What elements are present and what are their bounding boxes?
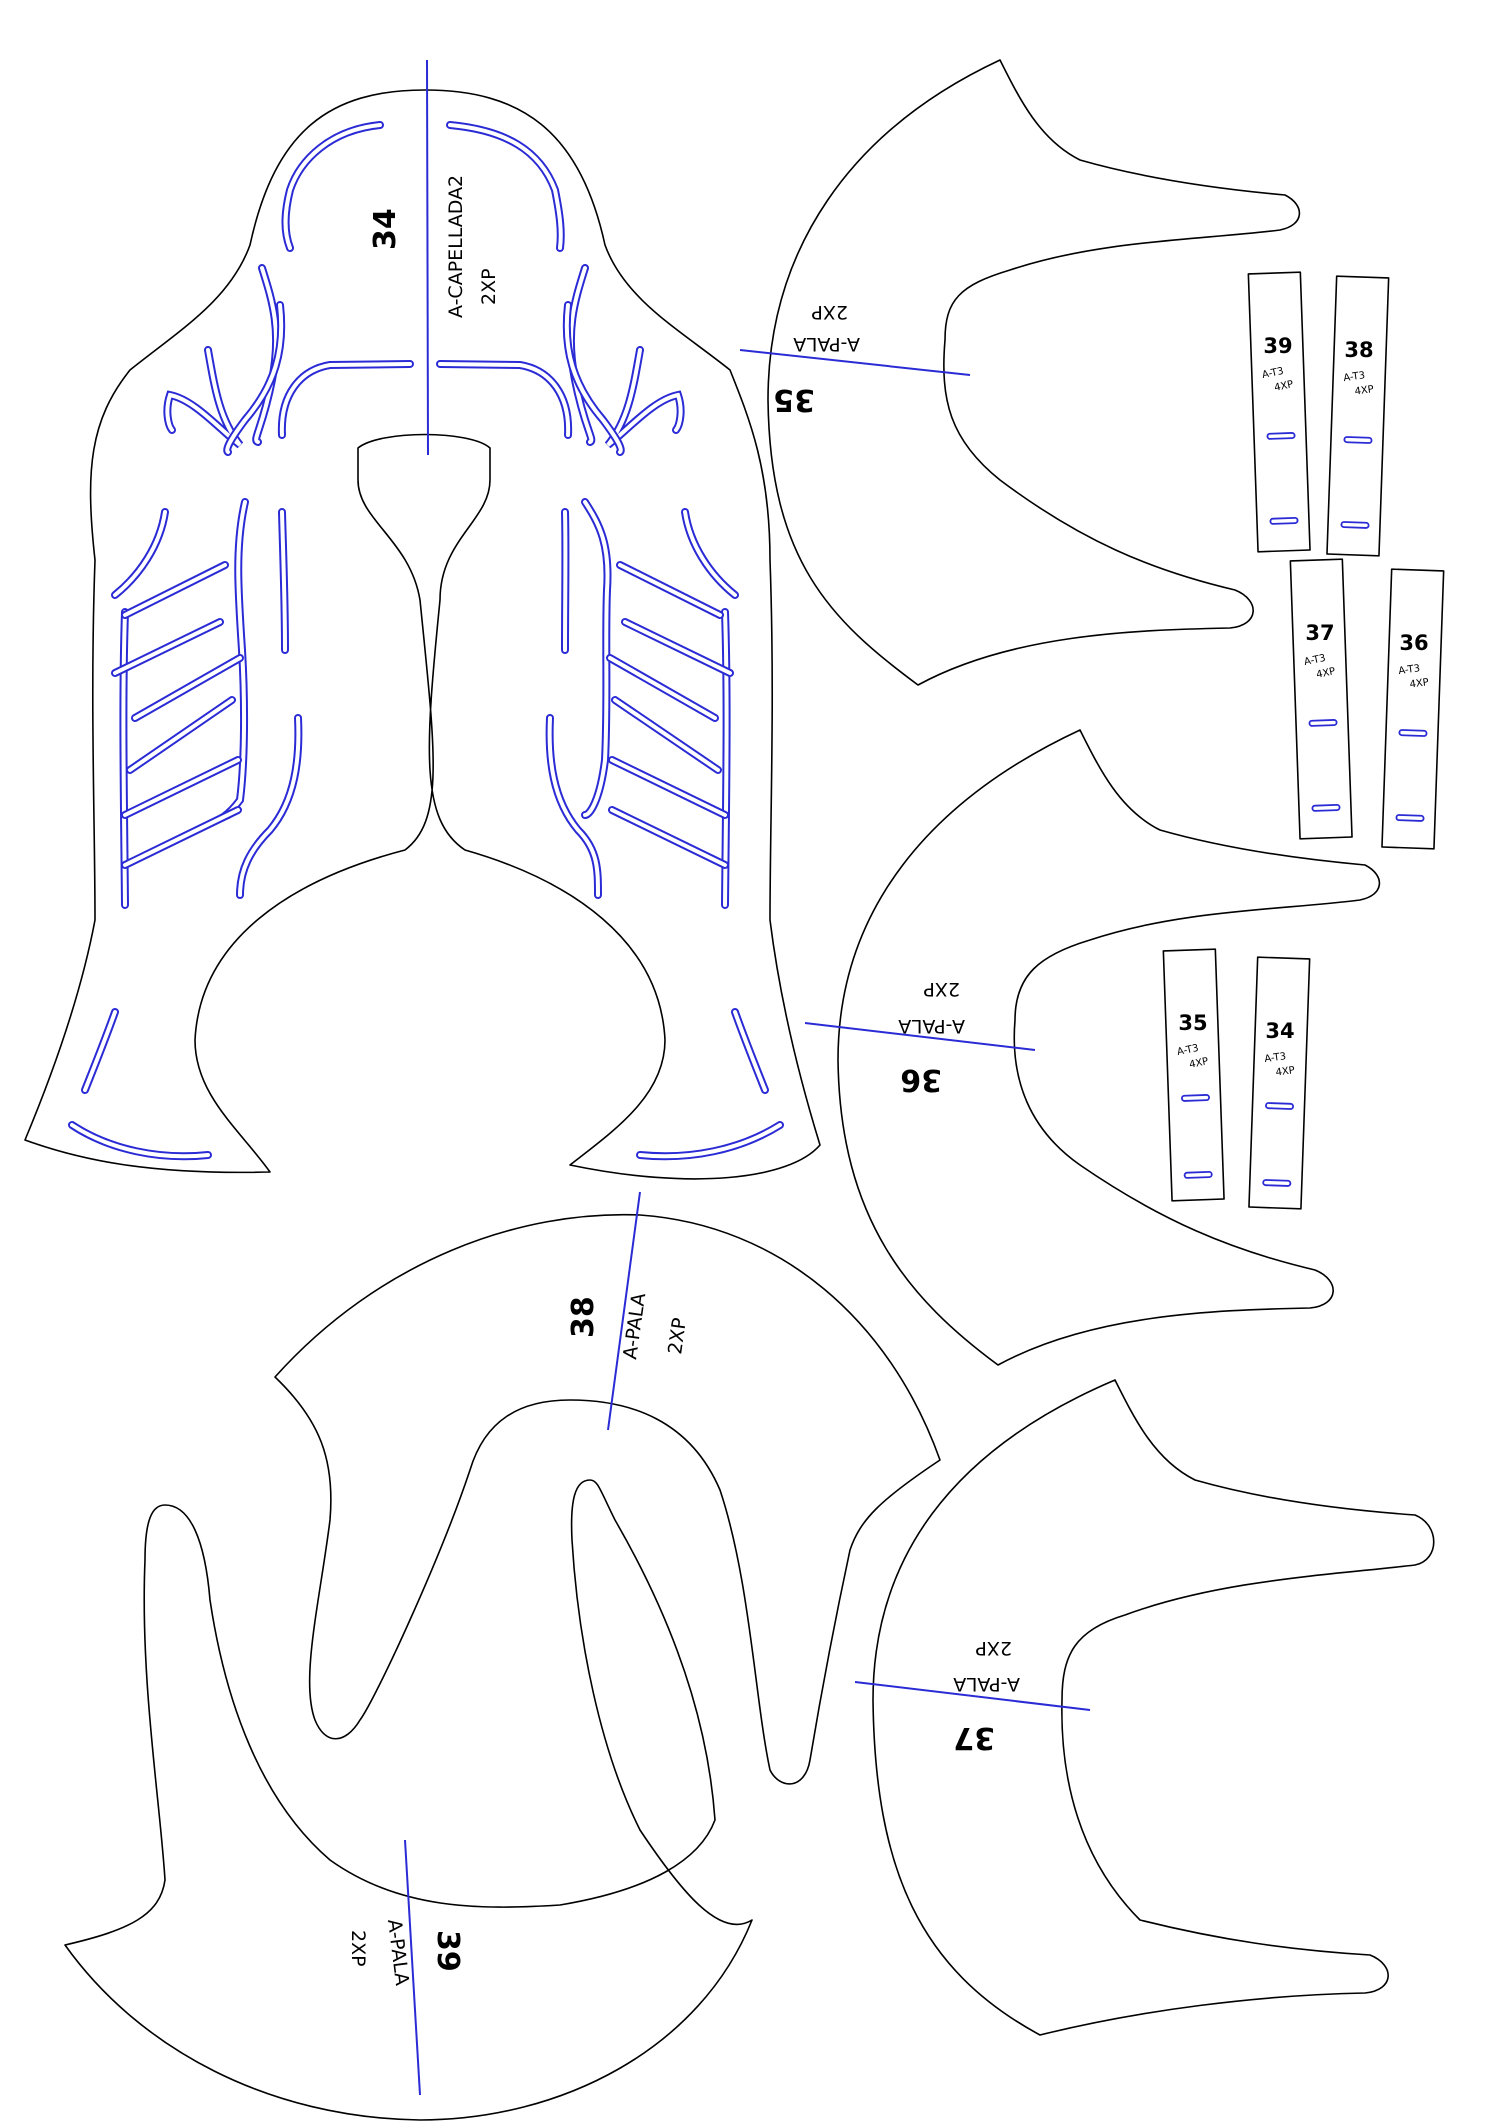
piece-pala-37: 37 A-PALA 2XP bbox=[854, 1379, 1435, 2036]
capellada-name: A-CAPELLADA2 bbox=[445, 175, 467, 318]
capellada-grain-line bbox=[426, 59, 429, 456]
pala39-name: A-PALA bbox=[383, 1918, 413, 1987]
tab-35-outline bbox=[1162, 948, 1225, 1202]
capellada-stitching bbox=[68, 121, 784, 1161]
tab-34-name: A-T3 bbox=[1264, 1051, 1287, 1065]
tab-36-number: 36 bbox=[1399, 631, 1428, 655]
pala38-grain-line bbox=[607, 1191, 641, 1431]
piece-capellada-34: 34 A-CAPELLADA2 2XP bbox=[24, 59, 821, 1180]
pala35-number: 35 bbox=[773, 382, 815, 417]
tab-36-qty: 4XP bbox=[1409, 677, 1430, 691]
tab-36-name: A-T3 bbox=[1398, 663, 1421, 677]
tab-38-qty: 4XP bbox=[1354, 384, 1375, 398]
pala37-qty: 2XP bbox=[975, 1637, 1012, 1659]
tab-37-outline bbox=[1289, 558, 1353, 840]
pala36-qty: 2XP bbox=[923, 978, 960, 1000]
tab-38-outline bbox=[1326, 275, 1390, 557]
tab-38: 38 A-T3 4XP bbox=[1326, 275, 1390, 557]
tab-37-number: 37 bbox=[1305, 621, 1334, 645]
tab-34-outline bbox=[1248, 956, 1311, 1210]
pala35-name: A-PALA bbox=[793, 333, 860, 355]
piece-pala-36: 36 A-PALA 2XP bbox=[804, 729, 1381, 1366]
tab-36-outline bbox=[1381, 568, 1445, 850]
pala37-number: 37 bbox=[953, 1720, 995, 1755]
tab-39-outline bbox=[1247, 271, 1311, 553]
pala39-qty: 2XP bbox=[347, 1930, 369, 1967]
tab-34-number: 34 bbox=[1265, 1019, 1294, 1043]
pala36-grain-line bbox=[804, 1022, 1036, 1051]
tab-35-name: A-T3 bbox=[1176, 1043, 1200, 1058]
capellada-outline bbox=[24, 89, 821, 1180]
tab-36: 36 A-T3 4XP bbox=[1381, 568, 1445, 850]
pala39-grain-line bbox=[404, 1839, 421, 2096]
pala39-outline bbox=[64, 1479, 753, 2121]
pala35-grain-line bbox=[739, 349, 971, 376]
pala37-grain-line bbox=[854, 1681, 1091, 1711]
tab-39-number: 39 bbox=[1263, 334, 1292, 358]
tab-34-qty: 4XP bbox=[1275, 1065, 1296, 1079]
pala36-name: A-PALA bbox=[898, 1015, 965, 1037]
tab-35: 35 A-T3 4XP bbox=[1162, 948, 1225, 1202]
tab-37: 37 A-T3 4XP bbox=[1289, 558, 1353, 840]
piece-pala-39: 39 A-PALA 2XP bbox=[64, 1479, 753, 2121]
tab-35-qty: 4XP bbox=[1188, 1056, 1209, 1071]
tab-39-name: A-T3 bbox=[1261, 366, 1285, 381]
tab-37-qty: 4XP bbox=[1315, 666, 1336, 681]
pala38-name: A-PALA bbox=[619, 1292, 650, 1361]
tab-39-qty: 4XP bbox=[1273, 379, 1294, 394]
capellada-number: 34 bbox=[368, 208, 403, 250]
tab-34: 34 A-T3 4XP bbox=[1248, 956, 1311, 1210]
pala36-number: 36 bbox=[900, 1062, 942, 1097]
piece-pala-38: 38 A-PALA 2XP bbox=[274, 1191, 941, 1785]
pala37-outline bbox=[872, 1379, 1435, 2036]
tab-35-number: 35 bbox=[1178, 1011, 1207, 1035]
capellada-qty: 2XP bbox=[478, 268, 500, 305]
piece-pala-35: 35 A-PALA 2XP bbox=[739, 59, 1301, 686]
pala38-qty: 2XP bbox=[664, 1316, 691, 1355]
tab-37-name: A-T3 bbox=[1303, 653, 1327, 668]
pala38-number: 38 bbox=[566, 1296, 601, 1338]
tab-39: 39 A-T3 4XP bbox=[1247, 271, 1311, 553]
pala35-outline bbox=[767, 59, 1301, 686]
tab-38-name: A-T3 bbox=[1343, 370, 1366, 384]
pala38-outline bbox=[274, 1213, 941, 1785]
pala39-number: 39 bbox=[430, 1930, 465, 1972]
pala35-qty: 2XP bbox=[811, 301, 848, 323]
pala36-outline bbox=[837, 729, 1381, 1366]
pala37-name: A-PALA bbox=[953, 1673, 1020, 1695]
tab-38-number: 38 bbox=[1344, 338, 1373, 362]
